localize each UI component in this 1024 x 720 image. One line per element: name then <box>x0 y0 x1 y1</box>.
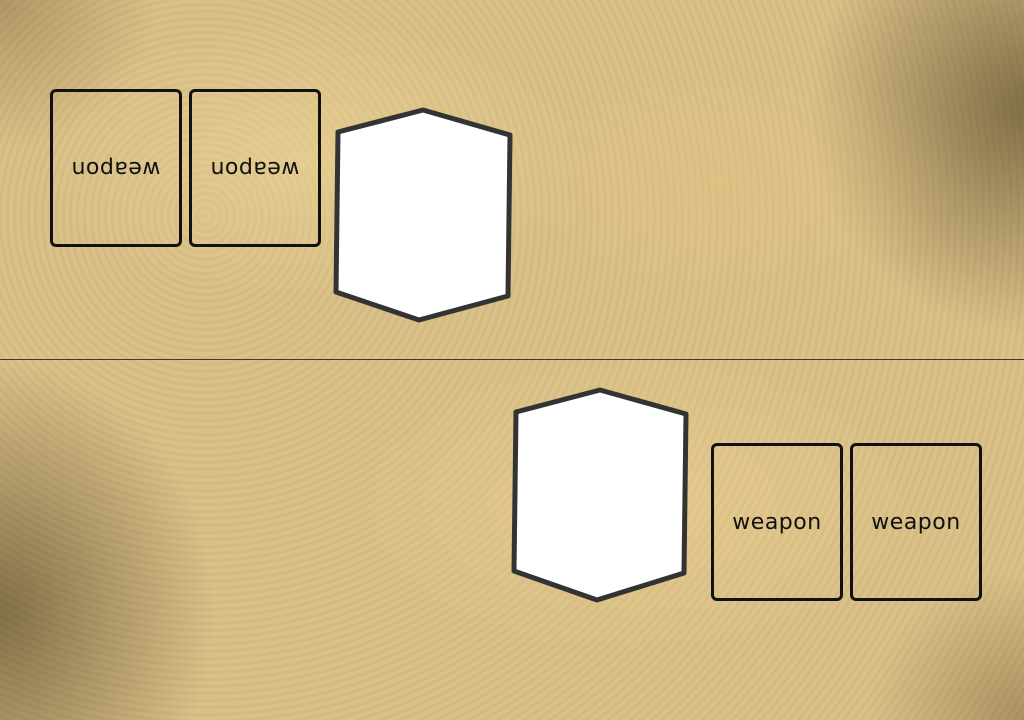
opponent-weapon-card[interactable]: weapon <box>189 89 321 247</box>
card-label: weapon <box>871 509 961 535</box>
player-weapon-card[interactable]: weapon <box>850 443 982 601</box>
player-weapon-card[interactable]: weapon <box>711 443 843 601</box>
player-area: weapon weapon <box>0 361 1024 720</box>
board-divider <box>0 359 1024 360</box>
opponent-weapon-card[interactable]: weapon <box>50 89 182 247</box>
card-label: weapon <box>71 155 161 181</box>
opponent-hexagon-token[interactable] <box>330 104 516 326</box>
card-label: weapon <box>210 155 300 181</box>
opponent-area: weapon weapon <box>0 0 1024 359</box>
player-hexagon-token[interactable] <box>508 384 694 606</box>
card-label: weapon <box>732 509 822 535</box>
